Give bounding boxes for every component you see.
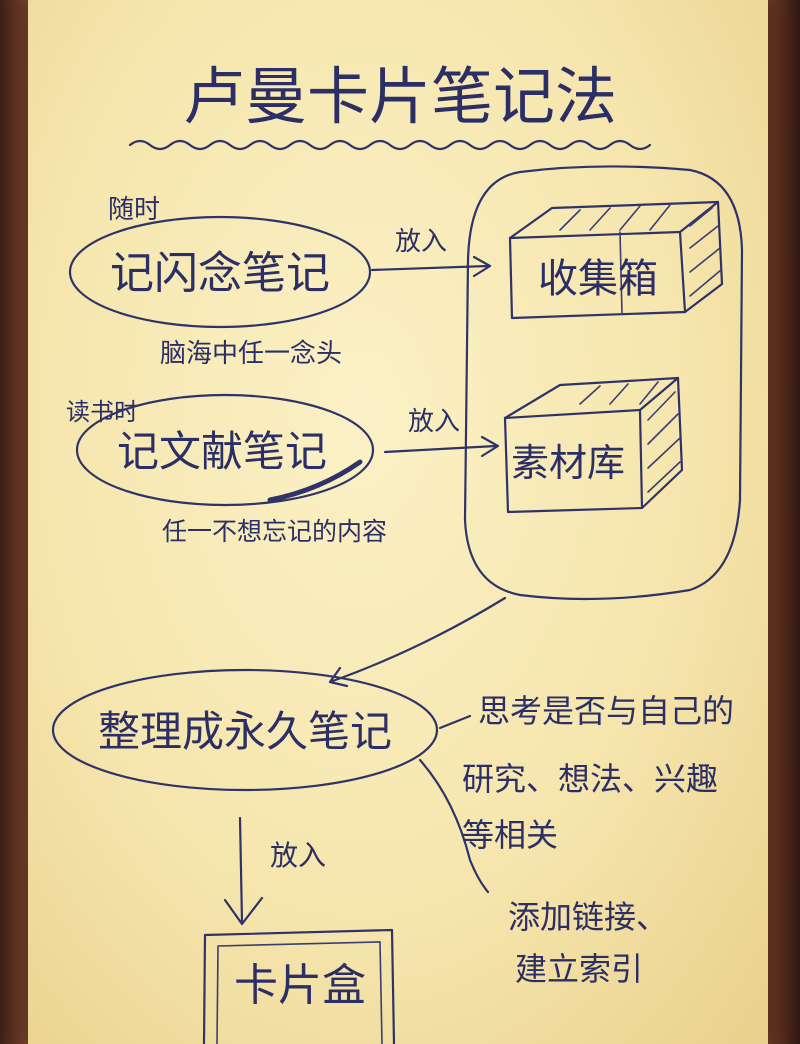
fleeting-note-ellipse [68,215,372,329]
fleeting-to-inbox-arrow [370,255,492,278]
thinking-note-line-3: 等相关 [462,816,558,854]
material-label: 素材库 [511,441,625,485]
literature-when-label: 读书时 [66,398,138,426]
paper-sheet [28,0,768,1044]
cardbox-arrow-label: 放入 [270,839,326,872]
permanent-to-link-line [418,758,490,894]
literature-note-description: 任一不想忘记的内容 [162,517,387,546]
page-title: 卢曼卡片笔记法 [183,60,617,133]
link-note-line-2: 建立索引 [515,950,643,988]
permanent-to-cardbox-arrow [223,816,264,926]
literature-arrow-label: 放入 [408,407,460,437]
permanent-to-thinking-line [438,714,472,730]
inbox-label: 收集箱 [538,256,658,302]
fleeting-note-description: 脑海中任一念头 [160,339,342,369]
cardbox-inner-outline [216,941,383,1044]
thinking-note-line-1: 思考是否与自己的 [478,692,734,730]
permanent-note-ellipse [51,668,439,792]
thinking-note-line-2: 研究、想法、兴趣 [462,760,718,798]
fleeting-arrow-label: 放入 [395,227,447,257]
material-box [503,376,684,514]
literature-note-label: 记文献笔记 [117,427,327,476]
link-note-line-1: 添加链接、 [508,898,668,936]
storage-container-outline [463,165,744,601]
literature-ellipse-smudge [267,459,363,503]
container-to-permanent-arrow [328,596,507,688]
title-wavy-underline [128,139,652,151]
cardbox-outline [202,928,396,1044]
cardbox-label: 卡片盒 [234,960,366,1011]
literature-note-ellipse [75,393,375,507]
permanent-note-label: 整理成永久笔记 [98,707,392,756]
fleeting-note-label: 记闪念笔记 [110,248,330,299]
fleeting-when-label: 随时 [108,195,160,225]
inbox-box [508,200,724,320]
literature-to-material-arrow [383,435,500,458]
